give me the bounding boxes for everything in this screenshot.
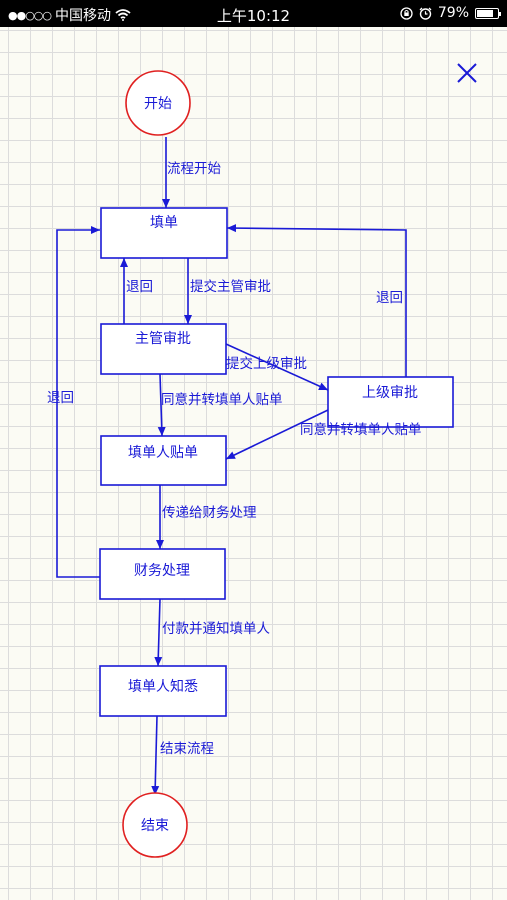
node-start-label: 开始 <box>144 96 172 112</box>
node-submitter-notice-label: 填单人知悉 <box>128 678 198 695</box>
close-icon <box>457 63 477 83</box>
status-time: 上午10:12 <box>216 7 291 25</box>
carrier-label: 中国移动 <box>55 8 111 24</box>
battery-icon <box>475 7 501 19</box>
signal-dots-icon: ●●○○○ <box>8 8 52 22</box>
node-finance[interactable] <box>99 548 226 600</box>
edge-label-return-1: 退回 <box>126 279 153 295</box>
edge-label-end-process: 结束流程 <box>160 741 214 757</box>
status-left: ●●○○○ 中国移动 <box>8 5 131 25</box>
node-end-label: 结束 <box>141 818 169 834</box>
edge-pay-notify <box>154 598 163 667</box>
edge-label-approve-forward-2: 同意并转填单人贴单 <box>300 421 422 438</box>
node-end[interactable] <box>122 792 188 858</box>
battery-fill <box>477 9 493 17</box>
edge-approve-forward-1 <box>157 373 166 437</box>
node-fill-form[interactable] <box>100 207 228 259</box>
node-superior-review-label: 上级审批 <box>362 385 418 401</box>
status-bar: ●●○○○ 中国移动 上午10:12 79% <box>0 0 507 27</box>
orientation-lock-icon <box>400 6 413 20</box>
node-fill-form-label: 填单 <box>150 215 178 231</box>
node-finance-label: 财务处理 <box>134 563 190 579</box>
edge-return-2 <box>56 226 100 578</box>
edge-end-process <box>151 715 160 796</box>
edge-label-submit-manager: 提交主管审批 <box>190 278 271 295</box>
edge-submit-superior <box>225 343 329 391</box>
edge-label-submit-superior: 提交上级审批 <box>226 355 307 372</box>
edge-label-process-start: 流程开始 <box>167 161 221 177</box>
edge-label-pay-notify: 付款并通知填单人 <box>162 620 270 637</box>
status-right: 79% <box>400 5 501 21</box>
edge-label-approve-forward-1: 同意并转填单人贴单 <box>161 391 283 408</box>
node-manager-review-label: 主管审批 <box>135 331 191 347</box>
node-submitter-attach-label: 填单人贴单 <box>128 445 198 461</box>
close-button[interactable] <box>452 58 482 88</box>
node-submitter-notice[interactable] <box>99 665 227 717</box>
edge-approve-forward-2 <box>225 409 329 460</box>
node-start[interactable] <box>125 70 191 136</box>
node-submitter-attach[interactable] <box>100 435 227 486</box>
edge-label-return-3: 退回 <box>376 290 403 306</box>
node-superior-review[interactable] <box>327 376 454 428</box>
edge-label-return-2: 退回 <box>47 390 74 406</box>
node-manager-review[interactable] <box>100 323 227 375</box>
battery-percent: 79% <box>437 5 469 21</box>
edge-label-to-finance: 传递给财务处理 <box>162 505 257 521</box>
wifi-icon <box>115 9 131 21</box>
alarm-icon <box>419 7 432 20</box>
edge-return-3 <box>226 224 407 377</box>
